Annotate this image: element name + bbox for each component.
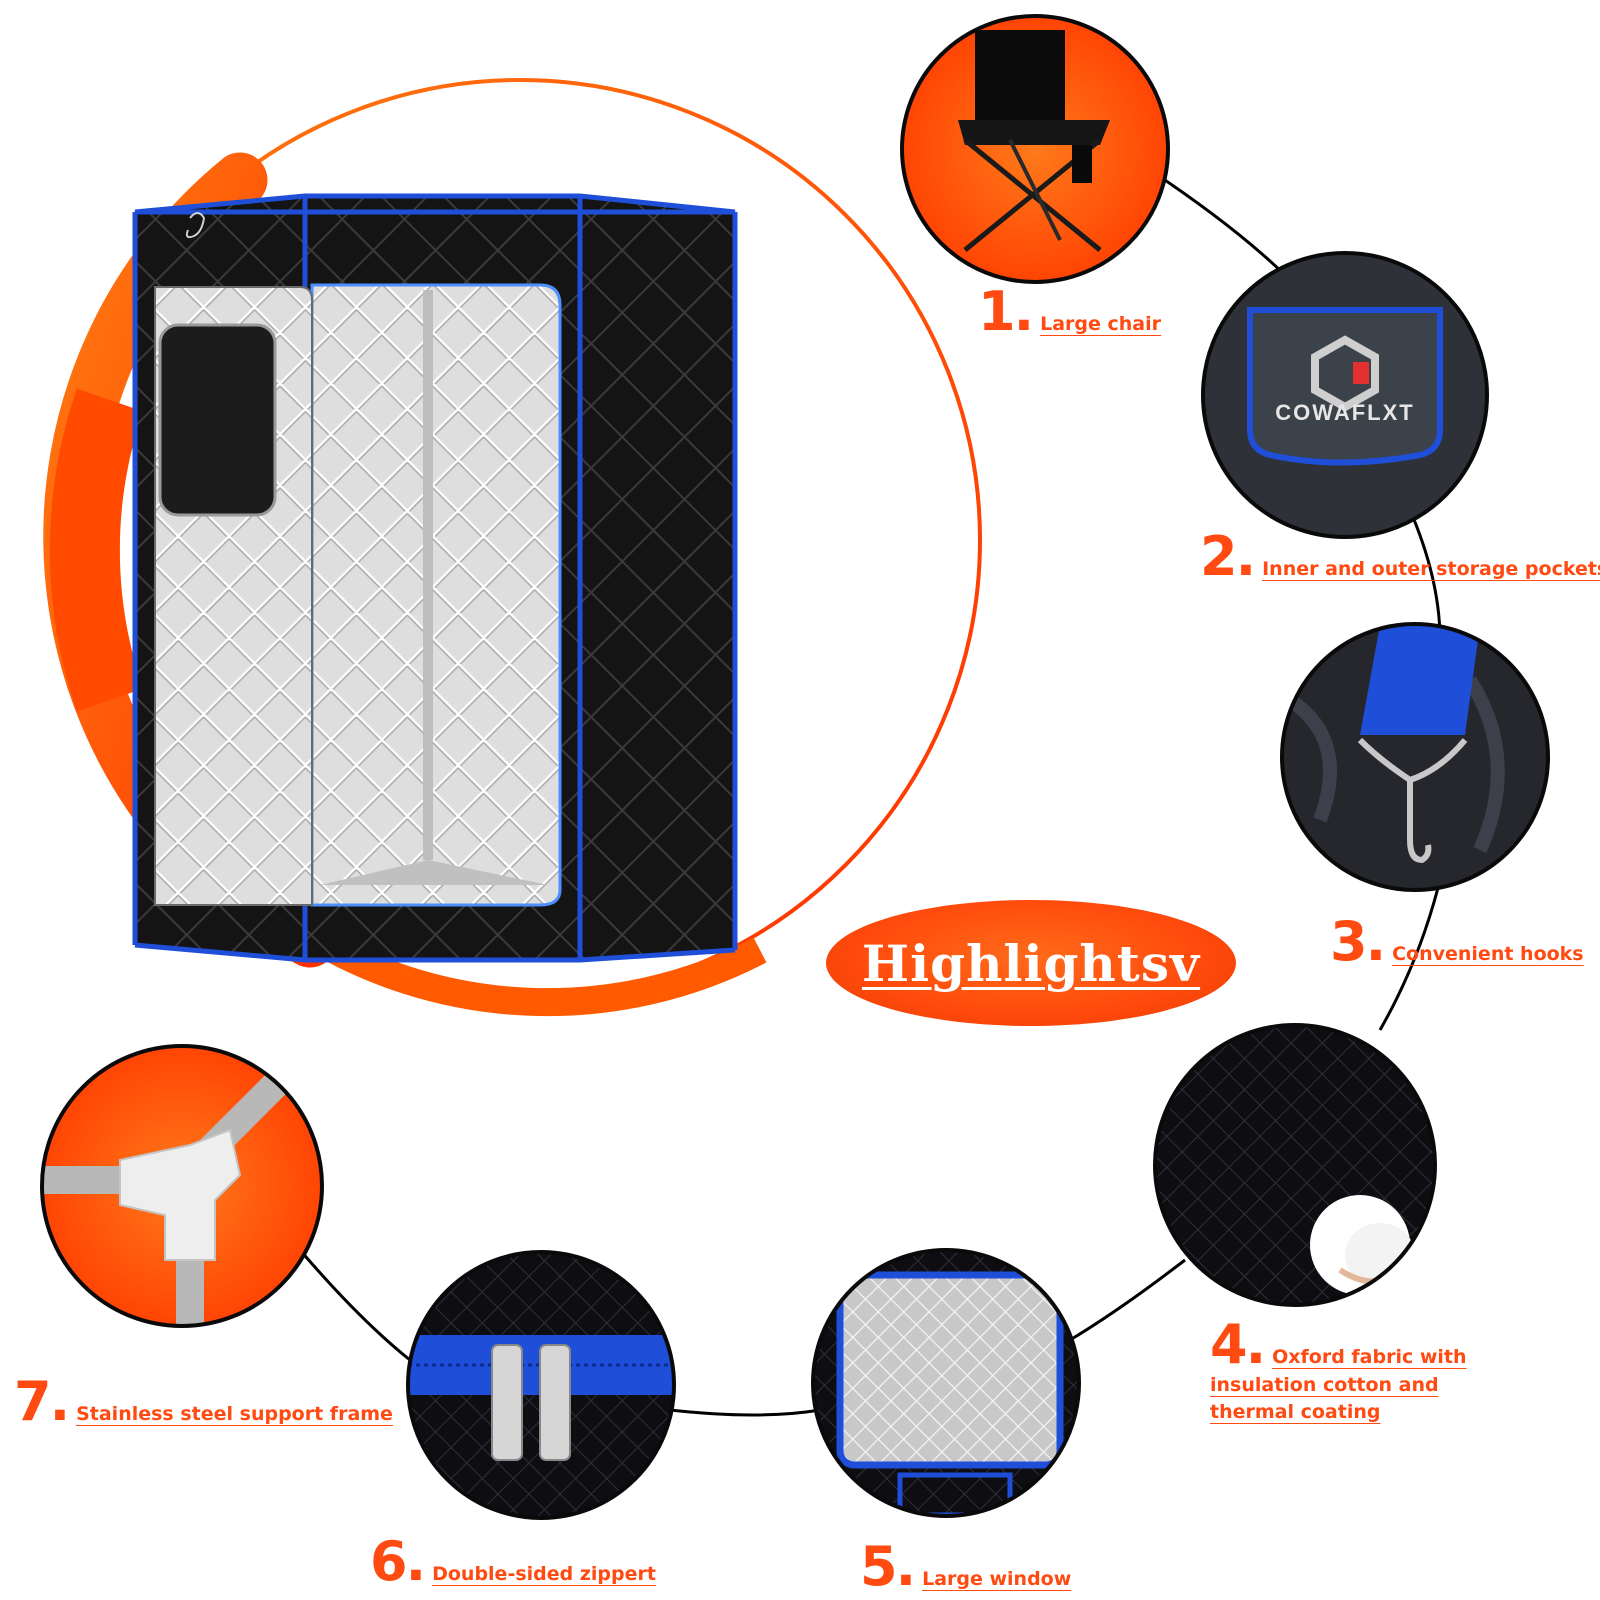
feature-4-text-line3: thermal coating <box>1210 1401 1381 1423</box>
feature-3-image <box>1280 622 1550 892</box>
feature-6-image <box>406 1250 676 1520</box>
feature-6-label: 6.Double-sided zippert <box>370 1535 656 1589</box>
highlights-badge: Highlightsv <box>826 900 1236 1026</box>
folding-chair-icon <box>958 30 1110 252</box>
feature-5-number: 5. <box>860 1535 916 1598</box>
feature-4-label: 4.Oxford fabric with insulation cotton a… <box>1210 1318 1467 1426</box>
feature-5-text: Large window <box>922 1568 1072 1590</box>
window-icon <box>836 1271 1064 1516</box>
feature-4-image <box>1153 1023 1437 1307</box>
feature-7-text: Stainless steel support frame <box>76 1403 393 1425</box>
feature-5-label: 5.Large window <box>860 1540 1071 1594</box>
feature-1-number: 1. <box>978 280 1034 343</box>
feature-6-number: 6. <box>370 1530 426 1593</box>
feature-2-text: Inner and outer storage pockets <box>1262 558 1600 580</box>
zipper-icon <box>408 1335 674 1461</box>
storage-pocket-icon: COWAFLXT <box>1203 253 1487 537</box>
highlights-title: Highlightsv <box>861 933 1201 993</box>
feature-7-number: 7. <box>14 1370 70 1433</box>
feature-7-image <box>40 1044 324 1328</box>
feature-6-text: Double-sided zippert <box>432 1563 656 1585</box>
feature-3-text: Convenient hooks <box>1392 943 1584 965</box>
feature-1-text: Large chair <box>1040 313 1161 335</box>
feature-3-label: 3.Convenient hooks <box>1330 915 1584 969</box>
hook-icon <box>1282 624 1548 890</box>
feature-5-image <box>811 1248 1081 1518</box>
feature-2-label: 2.Inner and outer storage pockets <box>1200 530 1600 584</box>
sauna-tent-image <box>132 193 738 963</box>
feature-4-number: 4. <box>1210 1313 1266 1376</box>
feature-2-number: 2. <box>1200 525 1256 588</box>
connector-line <box>298 168 1442 1417</box>
brand-logo-text: COWAFLXT <box>1275 400 1414 425</box>
feature-4-text: Oxford fabric with <box>1272 1346 1467 1368</box>
feature-3-number: 3. <box>1330 910 1386 973</box>
feature-2-image: COWAFLXT <box>1201 251 1489 539</box>
feature-1-image <box>900 14 1170 284</box>
feature-1-label: 1.Large chair <box>978 285 1161 339</box>
feature-7-label: 7.Stainless steel support frame <box>14 1375 393 1429</box>
feature-4-text-line2: insulation cotton and <box>1210 1374 1439 1396</box>
frame-joint-icon <box>42 1070 290 1326</box>
